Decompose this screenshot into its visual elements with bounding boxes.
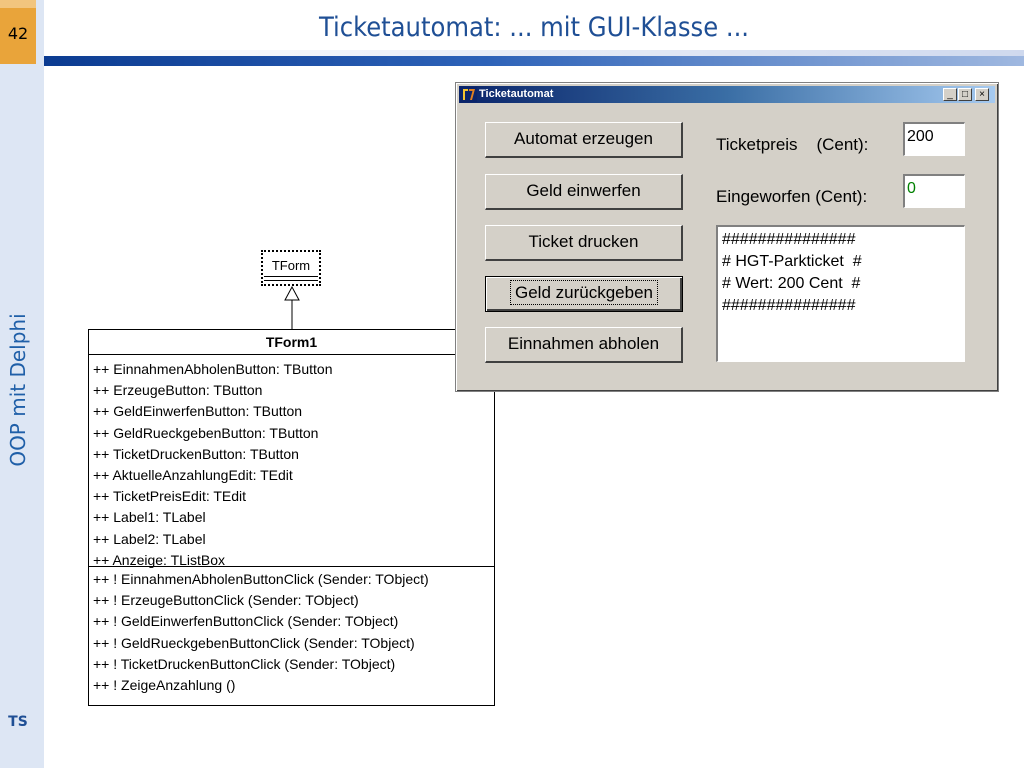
- uml-class-name: TForm1: [89, 330, 494, 355]
- slide-number: 42: [7, 24, 29, 43]
- button-label: Automat erzeugen: [514, 129, 653, 148]
- geld-einwerfen-button[interactable]: Geld einwerfen: [485, 174, 683, 210]
- uml-parent-divider: [264, 276, 318, 277]
- listbox-item: ###############: [722, 231, 856, 248]
- window-titlebar[interactable]: Ticketautomat _ □ ×: [459, 86, 995, 103]
- uml-attribute: ++ GeldRueckgebenButton: TButton: [93, 424, 319, 441]
- uml-method: ++ ! ErzeugeButtonClick (Sender: TObject…: [93, 592, 359, 609]
- button-label: Ticket drucken: [528, 232, 639, 251]
- listbox-item: # Wert: 200 Cent #: [722, 275, 861, 292]
- uml-attribute: ++ AktuelleAnzahlungEdit: TEdit: [93, 467, 293, 484]
- uml-method: ++ ! EinnahmenAbholenButtonClick (Sender…: [93, 571, 429, 587]
- title-underline-fade: [44, 50, 1024, 56]
- inheritance-arrow: [284, 286, 300, 330]
- ticketautomat-window: Ticketautomat _ □ × Automat erzeugen Gel…: [455, 82, 999, 392]
- window-title: Ticketautomat: [479, 88, 554, 100]
- listbox-item: ###############: [722, 297, 856, 314]
- uml-class-tform1: TForm1 ++ EinnahmenAbholenButton: TButto…: [88, 329, 495, 706]
- uml-parent-class-name: TForm: [271, 258, 311, 273]
- sidebar-column: [0, 64, 36, 768]
- button-label: Geld einwerfen: [526, 181, 641, 200]
- vertical-title: OOP mit Delphi: [6, 313, 30, 467]
- ticketpreis-label: Ticketpreis (Cent):: [716, 135, 869, 154]
- uml-attribute: ++ TicketDruckenButton: TButton: [93, 445, 299, 462]
- delphi-app-icon: [461, 87, 477, 102]
- uml-parent-class: TForm: [261, 250, 321, 286]
- slide-title: Ticketautomat: ... mit GUI-Klasse ...: [318, 12, 749, 43]
- automat-erzeugen-button[interactable]: Automat erzeugen: [485, 122, 683, 158]
- uml-method: ++ ! TicketDruckenButtonClick (Sender: T…: [93, 655, 396, 672]
- einnahmen-abholen-button[interactable]: Einnahmen abholen: [485, 327, 683, 363]
- uml-method: ++ ! GeldRueckgebenButtonClick (Sender: …: [93, 634, 415, 651]
- title-underline: [44, 56, 1024, 66]
- anzeige-listbox[interactable]: ############### # HGT-Parkticket # # Wer…: [716, 225, 965, 362]
- uml-method: ++ ! ZeigeAnzahlung (): [93, 677, 236, 694]
- uml-attributes: ++ EinnahmenAbholenButton: TButton ++ Er…: [89, 355, 494, 568]
- button-label: Einnahmen abholen: [507, 334, 660, 353]
- ticket-drucken-button[interactable]: Ticket drucken: [485, 225, 683, 261]
- uml-attribute: ++ Label1: TLabel: [93, 509, 206, 526]
- uml-attribute: ++ TicketPreisEdit: TEdit: [93, 488, 247, 505]
- uml-method: ++ ! GeldEinwerfenButtonClick (Sender: T…: [93, 613, 399, 630]
- ticketpreis-edit[interactable]: 200: [903, 122, 965, 156]
- slide-number-box: 42: [0, 0, 36, 64]
- button-label: Geld zurückgeben: [510, 280, 658, 305]
- close-button[interactable]: ×: [975, 88, 989, 101]
- listbox-item: # HGT-Parkticket #: [722, 253, 862, 270]
- uml-parent-divider: [264, 280, 318, 281]
- uml-methods: ++ ! EinnahmenAbholenButtonClick (Sender…: [89, 567, 494, 696]
- eingeworfen-edit[interactable]: 0: [903, 174, 965, 208]
- uml-attribute: ++ ErzeugeButton: TButton: [93, 382, 263, 399]
- uml-attribute: ++ Anzeige: TListBox: [93, 551, 226, 568]
- eingeworfen-label: Eingeworfen (Cent):: [716, 187, 868, 206]
- uml-attribute: ++ EinnahmenAbholenButton: TButton: [93, 361, 333, 377]
- sidebar-strip: [36, 0, 44, 768]
- uml-attribute: ++ GeldEinwerfenButton: TButton: [93, 403, 303, 420]
- uml-attribute: ++ Label2: TLabel: [93, 530, 206, 547]
- maximize-button[interactable]: □: [958, 88, 972, 101]
- geld-zurueckgeben-button[interactable]: Geld zurückgeben: [485, 276, 683, 312]
- minimize-button[interactable]: _: [943, 88, 957, 101]
- author-initials: TS: [8, 714, 28, 730]
